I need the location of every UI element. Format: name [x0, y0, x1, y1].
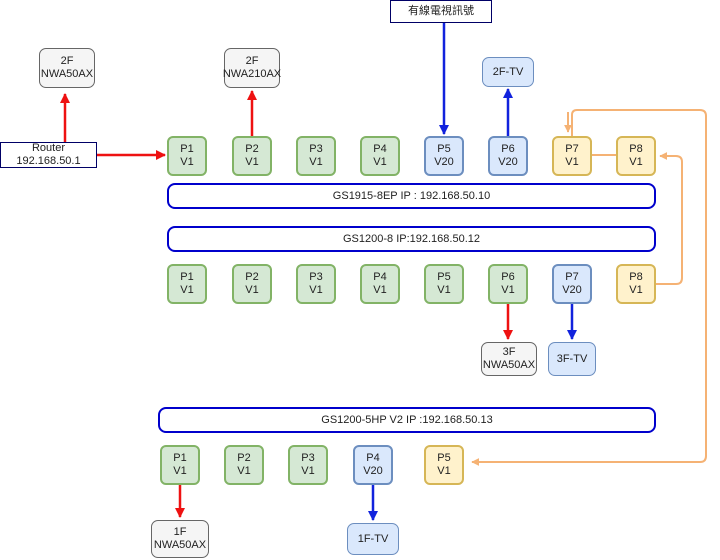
gs1915-port-3: P3 V1: [296, 136, 336, 176]
gs1915-port-6: P6 V20: [488, 136, 528, 176]
gs1200-5-port-2: P2 V1: [224, 445, 264, 485]
tv-2f: 2F-TV: [482, 57, 534, 87]
port-vlan: V1: [373, 156, 387, 168]
port-name: P7: [565, 143, 579, 155]
port-vlan: V1: [301, 465, 315, 477]
port-vlan: V1: [245, 156, 259, 168]
tv-1f: 1F-TV: [347, 523, 399, 555]
router-label: Router: [31, 142, 66, 154]
port-vlan: V20: [562, 284, 582, 296]
port-name: P3: [309, 271, 323, 283]
ap-3f-nwa50ax: 3F NWA50AX: [481, 342, 537, 376]
gs1200-8-port-6: P6 V1: [488, 264, 528, 304]
port-vlan: V1: [245, 284, 259, 296]
port-name: P1: [180, 143, 194, 155]
gs1200-8-port-4: P4 V1: [360, 264, 400, 304]
switch-label: GS1915-8EP IP : 192.168.50.10: [332, 189, 491, 202]
tv-label: 2F-TV: [492, 65, 524, 78]
switch-gs1200-5hp: GS1200-5HP V2 IP :192.168.50.13: [158, 407, 656, 433]
switch-label: GS1200-8 IP:192.168.50.12: [343, 232, 480, 245]
port-name: P8: [629, 271, 643, 283]
ap-floor: 2F: [60, 55, 74, 67]
gs1200-5-port-5: P5 V1: [424, 445, 464, 485]
tv-3f: 3F-TV: [548, 342, 596, 376]
ap-2f-nwa210ax: 2F NWA210AX: [222, 48, 282, 88]
port-vlan: V1: [437, 284, 451, 296]
port-name: P5: [437, 271, 451, 283]
port-vlan: V1: [629, 156, 643, 168]
gs1915-port-7: P7 V1: [552, 136, 592, 176]
port-vlan: V20: [498, 156, 518, 168]
port-name: P7: [565, 271, 579, 283]
ap-floor: 1F: [173, 526, 187, 538]
gs1200-8-port-7: P7 V20: [552, 264, 592, 304]
port-name: P3: [301, 452, 315, 464]
gs1200-5-port-4: P4 V20: [353, 445, 393, 485]
gs1915-port-1: P1 V1: [167, 136, 207, 176]
gs1200-8-port-1: P1 V1: [167, 264, 207, 304]
gs1915-port-4: P4 V1: [360, 136, 400, 176]
port-name: P5: [437, 452, 451, 464]
gs1200-5-port-3: P3 V1: [288, 445, 328, 485]
port-vlan: V1: [373, 284, 387, 296]
port-name: P5: [437, 143, 451, 155]
port-vlan: V1: [180, 156, 194, 168]
port-vlan: V20: [363, 465, 383, 477]
switch-label: GS1200-5HP V2 IP :192.168.50.13: [321, 413, 493, 426]
ap-model: NWA50AX: [482, 359, 536, 371]
gs1915-port-8: P8 V1: [616, 136, 656, 176]
port-name: P1: [173, 452, 187, 464]
port-name: P6: [501, 143, 515, 155]
gs1200-5-port-1: P1 V1: [160, 445, 200, 485]
port-vlan: V1: [501, 284, 515, 296]
cable-tv-signal-source: 有線電視訊號: [390, 0, 492, 23]
port-name: P2: [245, 143, 259, 155]
gs1200-8-port-2: P2 V1: [232, 264, 272, 304]
port-vlan: V1: [309, 284, 323, 296]
port-name: P4: [373, 271, 387, 283]
port-name: P1: [180, 271, 194, 283]
port-vlan: V1: [437, 465, 451, 477]
gs1915-port-5: P5 V20: [424, 136, 464, 176]
port-name: P6: [501, 271, 515, 283]
port-vlan: V1: [629, 284, 643, 296]
switch-gs1200-8: GS1200-8 IP:192.168.50.12: [167, 226, 656, 252]
wire-gs1200-8-p8-to-gs1915-p8: [656, 152, 683, 285]
port-name: P2: [237, 452, 251, 464]
port-vlan: V1: [237, 465, 251, 477]
ap-model: NWA210AX: [222, 68, 282, 80]
port-vlan: V20: [434, 156, 454, 168]
switch-gs1915-8ep: GS1915-8EP IP : 192.168.50.10: [167, 183, 656, 209]
router-node: Router 192.168.50.1: [0, 142, 97, 168]
port-name: P2: [245, 271, 259, 283]
ap-1f-nwa50ax: 1F NWA50AX: [151, 520, 209, 558]
gs1200-8-port-8: P8 V1: [616, 264, 656, 304]
port-vlan: V1: [309, 156, 323, 168]
router-ip: 192.168.50.1: [16, 155, 81, 167]
gs1200-8-port-5: P5 V1: [424, 264, 464, 304]
port-vlan: V1: [180, 284, 194, 296]
tv-label: 3F-TV: [556, 352, 588, 365]
ap-model: NWA50AX: [40, 68, 94, 80]
port-vlan: V1: [173, 465, 187, 477]
port-name: P4: [366, 452, 380, 464]
port-name: P4: [373, 143, 387, 155]
gs1200-8-port-3: P3 V1: [296, 264, 336, 304]
ap-floor: 2F: [245, 55, 259, 67]
ap-floor: 3F: [502, 346, 516, 358]
tv-label: 1F-TV: [357, 532, 389, 545]
port-vlan: V1: [565, 156, 579, 168]
gs1915-port-2: P2 V1: [232, 136, 272, 176]
signal-label: 有線電視訊號: [408, 5, 474, 17]
port-name: P8: [629, 143, 643, 155]
ap-2f-nwa50ax: 2F NWA50AX: [39, 48, 95, 88]
ap-model: NWA50AX: [153, 539, 207, 551]
port-name: P3: [309, 143, 323, 155]
